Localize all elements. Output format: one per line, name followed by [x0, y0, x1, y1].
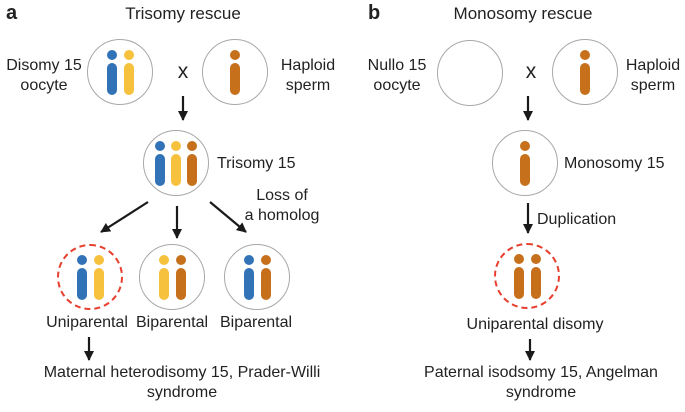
disomy-oocyte-cell: [87, 39, 153, 105]
panel-a-title: Trisomy rescue: [125, 4, 241, 23]
trisomy-label: Trisomy 15: [217, 155, 296, 172]
haploid-sperm-cell-b: [552, 39, 618, 105]
uniparental-disomy-label: Uniparental disomy: [466, 316, 604, 333]
biparental-cell-2: [224, 244, 290, 310]
chromosome-paternal-orange-icon: [260, 254, 271, 300]
arrow-loss-left: [100, 201, 149, 233]
loss-of-homolog-label: Loss of a homolog: [244, 187, 320, 224]
result-label-a: Maternal heterodisomy 15, Prader-Willi s…: [43, 364, 321, 401]
chromosome-paternal-orange-icon: [513, 253, 524, 299]
chromosome-paternal-orange-icon: [187, 140, 197, 186]
cross-symbol-a: x: [177, 60, 189, 83]
haploid-sperm-label-a: Haploid sperm: [280, 57, 336, 94]
chromosome-maternal-blue-icon: [76, 254, 87, 300]
duplication-label: Duplication: [537, 211, 617, 228]
chromosome-paternal-orange-icon: [520, 140, 530, 186]
chromosome-maternal-yellow-icon: [93, 254, 104, 300]
nullo-oocyte-cell: [437, 40, 503, 106]
chromosome-paternal-orange-icon: [580, 49, 590, 95]
panel-a-letter: a: [6, 2, 18, 24]
chromosome-paternal-orange-icon: [175, 254, 186, 300]
chromosome-maternal-blue-icon: [155, 140, 165, 186]
haploid-sperm-label-b: Haploid sperm: [625, 57, 681, 94]
trisomy-cell: [143, 130, 209, 196]
chromosome-maternal-yellow-icon: [171, 140, 181, 186]
chromosome-maternal-blue-icon: [106, 49, 117, 95]
chromosome-maternal-blue-icon: [243, 254, 254, 300]
chromosome-maternal-yellow-icon: [123, 49, 134, 95]
outcome-label-uniparental: Uniparental: [46, 314, 128, 331]
cross-symbol-b: x: [525, 60, 537, 83]
uniparental-cell-a: [57, 244, 123, 310]
outcome-label-biparental-2: Biparental: [219, 314, 293, 331]
biparental-cell-1: [139, 244, 205, 310]
panel-b-title: Monosomy rescue: [453, 4, 593, 23]
panel-b-letter: b: [368, 2, 381, 24]
monosomy-cell: [492, 130, 558, 196]
nullo-oocyte-label: Nullo 15 oocyte: [367, 57, 427, 94]
outcome-label-biparental-1: Biparental: [135, 314, 209, 331]
monosomy-label: Monosomy 15: [564, 155, 665, 172]
chromosome-paternal-orange-icon: [230, 49, 240, 95]
chromosome-paternal-orange-icon: [530, 253, 541, 299]
disomy-oocyte-label: Disomy 15 oocyte: [6, 57, 82, 94]
result-label-b: Paternal isodsomy 15, Angelman syndrome: [424, 364, 658, 401]
chromosome-maternal-yellow-icon: [158, 254, 169, 300]
uniparental-cell-b: [494, 243, 560, 309]
haploid-sperm-cell-a: [202, 39, 268, 105]
